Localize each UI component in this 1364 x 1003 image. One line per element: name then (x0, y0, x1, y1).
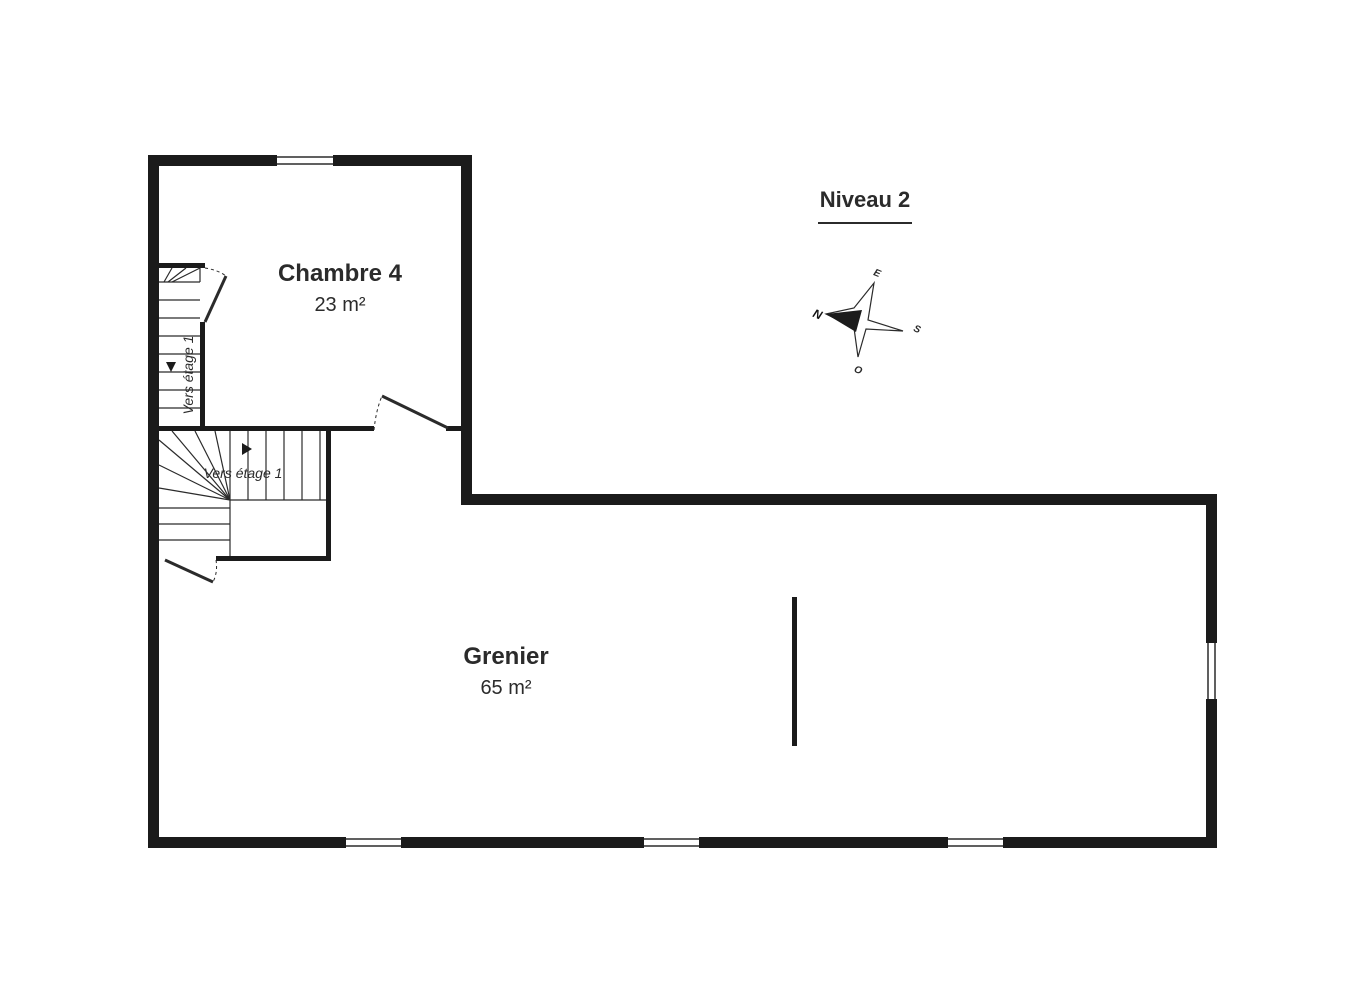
wall (1206, 494, 1217, 643)
stair-wall (200, 322, 205, 430)
level-heading: Niveau 2 (818, 187, 912, 224)
compass-west: O (852, 364, 864, 377)
wall (461, 494, 1217, 505)
compass-east: E (872, 267, 883, 280)
wall (148, 155, 159, 848)
stair-label-lower: Vers étage 1 (204, 465, 283, 481)
compass-north: N (811, 306, 825, 322)
window-bottom-1 (346, 838, 401, 847)
wall (401, 837, 644, 848)
room-labels: Chambre 4 23 m² Grenier 65 m² (278, 260, 549, 699)
stair-upper (159, 267, 201, 409)
room-name-grenier: Grenier (463, 643, 548, 670)
interior-walls (159, 263, 797, 746)
stair-wall (326, 428, 331, 561)
door-stair-upper (203, 267, 228, 323)
room-area-grenier: 65 m² (480, 677, 531, 699)
exterior-walls (148, 155, 1217, 848)
stair-wall (216, 556, 331, 561)
wall (461, 155, 472, 505)
stair-wall (159, 263, 205, 268)
doors (164, 267, 449, 584)
stair-label-upper: Vers étage 1 (180, 336, 196, 415)
window-bottom-2 (644, 838, 699, 847)
compass-star-icon (824, 280, 904, 358)
partition-wall (159, 426, 374, 431)
wall (148, 155, 277, 166)
window-top (277, 156, 333, 165)
room-area-chambre-4: 23 m² (314, 294, 365, 316)
wall (699, 837, 948, 848)
grenier-partition (792, 597, 797, 746)
window-right (1207, 643, 1216, 699)
room-name-chambre-4: Chambre 4 (278, 260, 403, 287)
wall (1206, 699, 1217, 848)
stair-direction-arrow (242, 443, 252, 455)
level-title: Niveau 2 (820, 187, 911, 212)
window-bottom-3 (948, 838, 1003, 847)
door-chambre-4 (373, 394, 449, 431)
compass-rose: N E S O (811, 267, 923, 377)
wall (333, 155, 472, 166)
wall (1003, 837, 1217, 848)
compass-south: S (912, 323, 923, 336)
stair-lower (158, 430, 326, 556)
wall (148, 837, 346, 848)
door-stair-lower (164, 558, 218, 584)
stair-direction-arrow (166, 362, 176, 372)
partition-wall (446, 426, 464, 431)
stair-labels: Vers étage 1 Vers étage 1 (180, 336, 282, 481)
windows (277, 156, 1216, 847)
